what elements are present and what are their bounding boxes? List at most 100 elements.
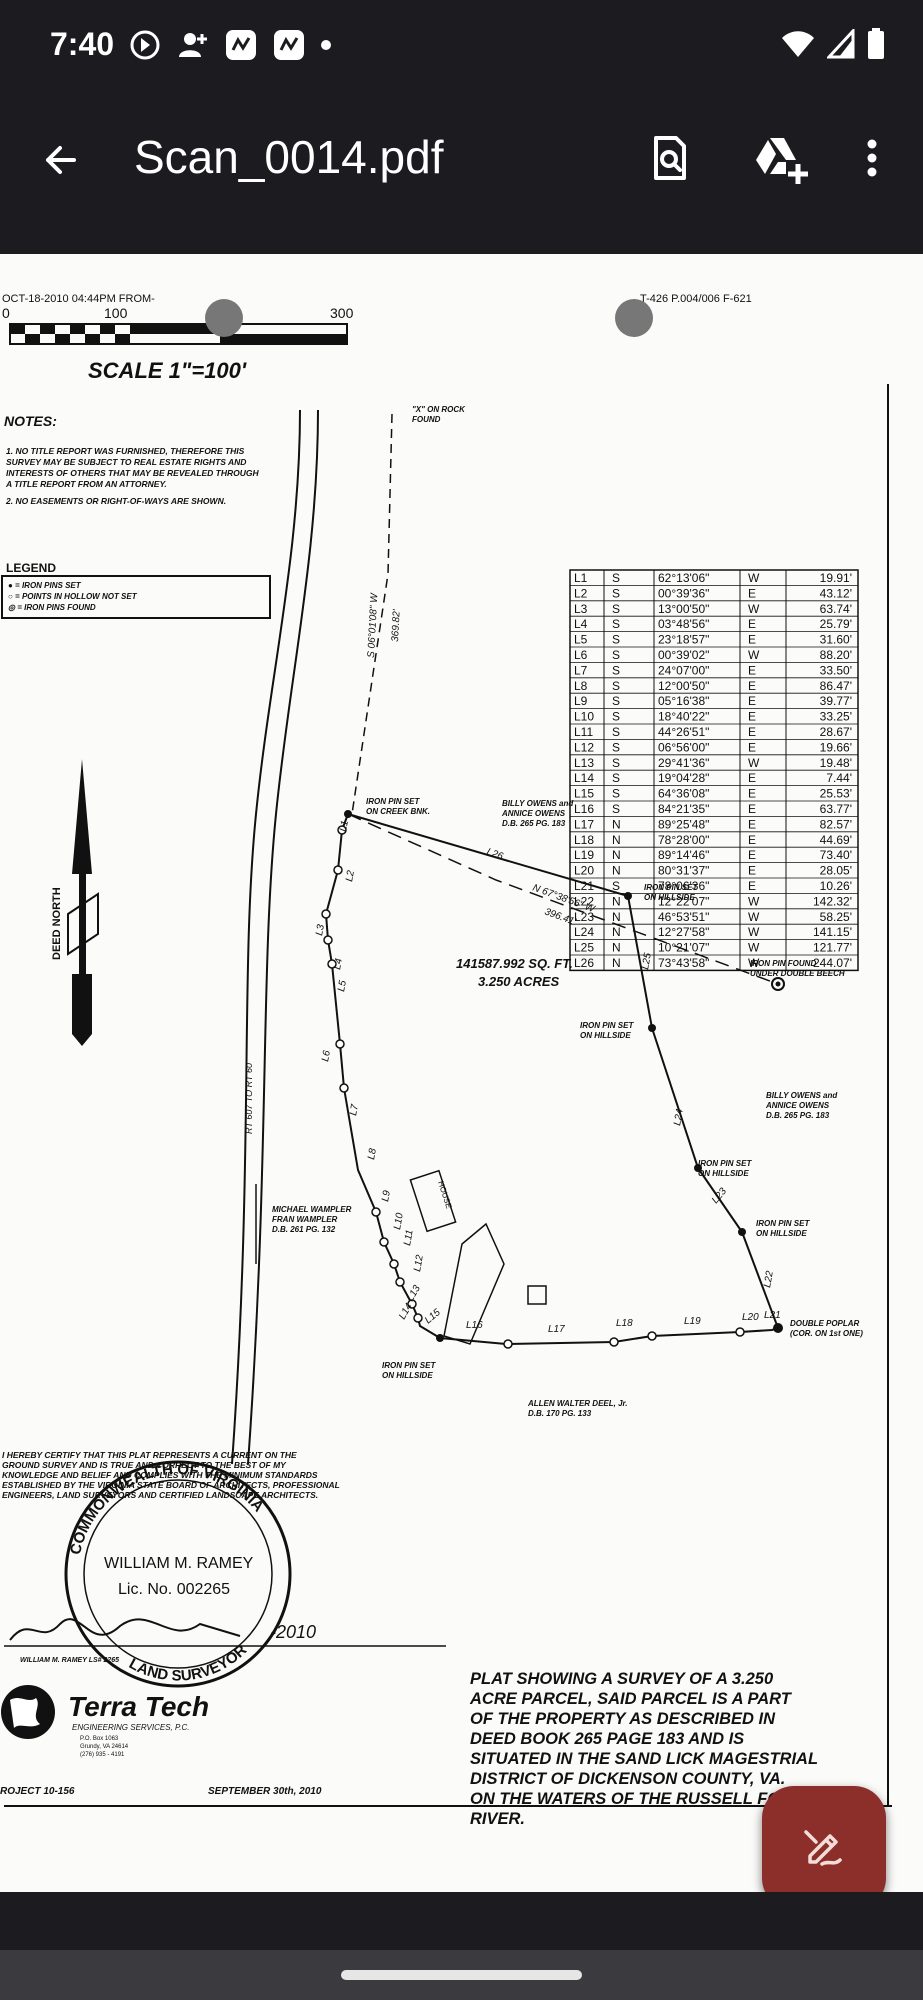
line-table-cell: 13°00'50" [658,602,709,616]
line-table-cell: L18 [574,833,594,847]
north-label: DEED NORTH [51,887,63,960]
line-table-cell: L14 [574,771,594,785]
parcel-boundary [321,810,785,1349]
line-label: L19 [684,1316,701,1327]
line-table-cell: 89°14'46" [658,848,709,862]
note-line: 2. NO EASEMENTS OR RIGHT-OF-WAYS ARE SHO… [5,496,226,506]
line-table-cell: E [748,586,756,600]
app-bar: Scan_0014.pdf [0,96,923,216]
signature-date: -2010 [270,1622,316,1642]
line-label: L26 [485,846,505,862]
line-table-cell: W [748,571,760,585]
road-label: RT 607 TO RT 60 [244,1063,254,1134]
line-table-cell: L22 [574,894,594,908]
line-label: L7 [348,1103,361,1116]
cert-line: GROUND SURVEY AND IS TRUE AND CORRECT TO… [2,1460,287,1470]
title-line: ON THE WATERS OF THE RUSSELL FORK [470,1790,805,1808]
line-table-cell: S [612,602,620,616]
line-table-cell: E [748,694,756,708]
line-table-cell: N [612,925,621,939]
pin-label: ON HILLSIDE [644,893,695,902]
company-subtitle: ENGINEERING SERVICES, P.C. [72,1723,190,1732]
signature-caption: WILLIAM M. RAMEY LS# 2265 [20,1657,119,1664]
pin-label: IRON PIN SET [580,1021,634,1030]
pdf-page[interactable]: OCT-18-2010 04:44PM FROM- T-426 P.004/00… [0,254,923,1892]
line-table-cell: S [612,679,620,693]
line-table-cell: E [748,817,756,831]
pdf-viewer[interactable]: OCT-18-2010 04:44PM FROM- T-426 P.004/00… [0,216,923,1892]
title-line: DISTRICT OF DICKENSON COUNTY, VA. [470,1770,785,1788]
line-table-cell: S [612,710,620,724]
line-table-cell: N [612,817,621,831]
survey-plat-scan: OCT-18-2010 04:44PM FROM- T-426 P.004/00… [0,293,892,1828]
line-table-cell: 12°00'50" [658,679,709,693]
pin-label: ON CREEK BNK. [366,807,430,816]
line-label: L17 [548,1324,565,1335]
edit-pen-icon [804,1830,842,1866]
line-table-cell: L6 [574,648,588,662]
cert-line: ESTABLISHED BY THE VIRGINIA STATE BOARD … [2,1480,340,1490]
line-table-cell: L13 [574,756,594,770]
line-table-cell: 18°40'22" [658,710,709,724]
line-label: L22 [762,1270,776,1289]
owner-label: ANNICE OWENS [501,809,566,818]
title-line: OF THE PROPERTY AS DESCRIBED IN [470,1710,776,1728]
search-document-icon[interactable] [642,130,698,186]
line-table-cell: L7 [574,663,588,677]
line-table-cell: 89°25'48" [658,817,709,831]
pin-label: IRON PIN SET [644,883,698,892]
line-table-cell: 80°31'37" [658,864,709,878]
line-table-cell: L19 [574,848,594,862]
line-table-cell: S [612,802,620,816]
line-table-cell: L11 [574,725,593,739]
note-line: INTERESTS OF OTHERS THAT MAY BE REVEALED… [6,468,260,478]
line-label: L20 [742,1312,759,1323]
line-table-cell: 10.26' [820,879,852,893]
back-arrow-icon[interactable] [34,132,90,188]
line-table-cell: S [612,771,620,785]
line-table-cell: 142.32' [813,894,852,908]
line-label: L10 [392,1212,406,1231]
note-line: 1. NO TITLE REPORT WAS FURNISHED, THEREF… [6,446,245,456]
line-table-cell: 82.57' [820,817,852,831]
plat-date: SEPTEMBER 30th, 2010 [208,1786,322,1797]
rock-found-label: "X" ON ROCK [412,405,466,414]
plat-title-block: PLAT SHOWING A SURVEY OF A 3.250 ACRE PA… [469,1670,818,1828]
note-line: A TITLE REPORT FROM AN ATTORNEY. [5,479,167,489]
line-table-cell: L23 [574,910,594,924]
distance-label: 396.41' [543,906,578,928]
line-label: L15 [423,1307,443,1326]
add-to-drive-icon[interactable] [750,130,810,186]
line-table-cell: 43.12' [820,586,852,600]
line-label: L9 [380,1189,393,1202]
punch-hole [615,299,653,337]
line-table-cell: 06°56'00" [658,740,709,754]
legend-item: ○ = POINTS IN HOLLOW NOT SET [8,592,138,601]
line-table-cell: L2 [574,586,588,600]
more-vert-icon[interactable] [852,130,892,186]
pin-label: ON HILLSIDE [756,1229,807,1238]
pin-label: ON HILLSIDE [580,1031,631,1040]
line-table-cell: 141.15' [813,925,852,939]
system-icons [781,28,885,60]
line-table-cell: 121.77' [813,941,852,955]
more-notifications-dot-icon [321,40,331,50]
line-table-cell: 31.60' [820,633,852,647]
line-table-cell: S [612,648,620,662]
line-table-cell: L4 [574,617,588,631]
line-table-cell: L20 [574,864,594,878]
line-table-cell: 62°13'06" [658,571,709,585]
edit-fab-button[interactable] [762,1786,886,1910]
line-table-cell: 73.40' [820,848,852,862]
notification-icons [128,28,332,62]
line-table-cell: 19.48' [820,756,852,770]
line-table-cell: L16 [574,802,594,816]
home-gesture-handle[interactable] [341,1970,582,1980]
line-table-cell: W [748,756,760,770]
line-table-cell: 29°41'36" [658,756,709,770]
battery-icon [868,28,884,59]
scale-bar: 0 100 300 [2,305,354,345]
app-notification-icon [226,30,256,60]
project-number: ROJECT 10-156 [0,1786,75,1797]
